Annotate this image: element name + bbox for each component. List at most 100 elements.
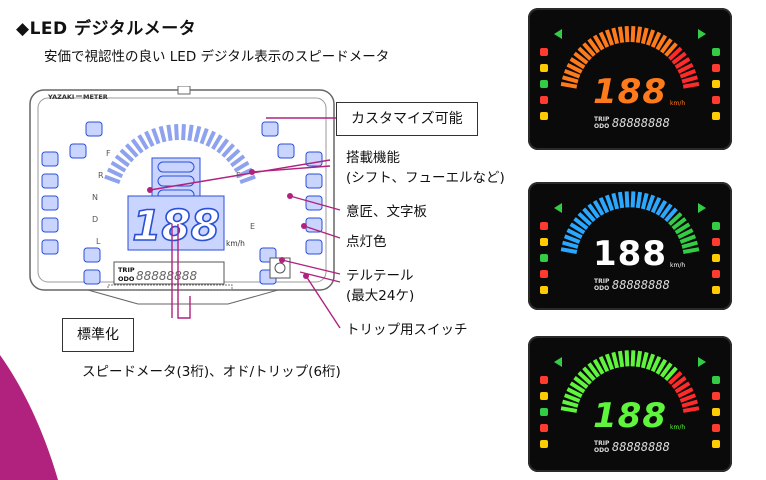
- panel-trip-label: TRIP: [594, 440, 610, 447]
- panel-arc-segment: [569, 57, 586, 70]
- panel-arc-segment: [650, 196, 662, 214]
- panel-arc-segment: [582, 207, 596, 223]
- panel-telltale: [712, 80, 720, 88]
- page-title: ◆LED デジタルメータ: [16, 19, 197, 39]
- panel-arc-segment: [677, 228, 694, 240]
- panel-telltale: [540, 112, 548, 120]
- panel-trip-label: TRIP: [594, 278, 610, 285]
- panel-arc-segment: [677, 387, 694, 398]
- arc-segment: [104, 174, 121, 184]
- callout-standardized: 標準化: [62, 318, 134, 352]
- panel-arc-segment: [635, 191, 643, 209]
- decorative-swoosh: [0, 355, 58, 480]
- arc-segment: [174, 123, 179, 141]
- panel-telltale: [712, 112, 720, 120]
- panel-telltale: [712, 376, 720, 384]
- panel-arc-segment: [645, 353, 656, 371]
- panel-arc-segment: [611, 27, 620, 45]
- panel-telltale: [540, 254, 548, 262]
- panel-arc-segment: [679, 234, 697, 244]
- panel-arc-segment: [650, 31, 662, 48]
- telltale-box: [41, 239, 59, 255]
- panel-arc-segment: [617, 26, 625, 43]
- example-panel-white: 188 km/h TRIP ODO 88888888: [528, 182, 732, 310]
- panel-arc-segment: [681, 399, 698, 408]
- callout-customizable: カスタマイズ可能: [336, 102, 478, 136]
- panel-arc-segment: [624, 26, 630, 43]
- panel-arc-segment: [671, 51, 687, 65]
- arc-segment: [110, 160, 127, 173]
- telltale-box: [41, 173, 59, 189]
- panel-arc-segment: [604, 194, 615, 212]
- panel-arc-segment: [587, 203, 600, 219]
- panel-arc-segment: [587, 362, 600, 378]
- panel-arc-segment: [674, 57, 691, 70]
- callout-lighting: 点灯色: [346, 234, 387, 250]
- panel-telltale: [540, 222, 548, 230]
- arc-segment: [199, 127, 209, 145]
- panel-arc-segment: [682, 247, 700, 254]
- panel-telltale: [540, 376, 548, 384]
- panel-arc-segment: [566, 387, 583, 398]
- panel-arc: [540, 350, 720, 448]
- panel-arc-segment: [630, 350, 636, 367]
- panel-arc-segment: [655, 199, 668, 216]
- arc-segment: [137, 134, 149, 151]
- panel-arc-segment: [566, 228, 583, 240]
- arc-segment: [181, 123, 186, 141]
- panel-odo-label: ODO: [594, 285, 610, 292]
- panel-odo-digits: 88888888: [612, 440, 670, 454]
- panel-arc-segment: [560, 406, 578, 413]
- panel-telltale: [712, 286, 720, 294]
- arc-segment: [193, 125, 202, 143]
- example-panel-green: 188 km/h TRIP ODO 88888888: [528, 336, 732, 472]
- telltale-box: [41, 217, 59, 233]
- panel-arc-segment: [573, 376, 589, 389]
- panel-arc-segment: [664, 207, 678, 223]
- panel-arc-segment: [560, 81, 578, 89]
- panel-arc-segment: [679, 393, 697, 403]
- panel-arc-segment: [617, 350, 625, 368]
- arc-segment: [221, 143, 236, 158]
- panel-odo-label: ODO: [594, 123, 610, 130]
- telltale-box: [261, 121, 279, 137]
- panel-arc-segment: [573, 51, 589, 65]
- panel-telltale: [540, 440, 548, 448]
- panel-odo-label: ODO: [594, 447, 610, 454]
- panel-trip-label: TRIP: [594, 116, 610, 123]
- panel-arc-segment: [682, 81, 700, 89]
- gear-letter: F: [106, 149, 111, 158]
- panel-telltale: [712, 64, 720, 72]
- panel-arc-segment: [563, 234, 581, 244]
- meter-label: METER: [83, 93, 108, 101]
- speed-digits: 188: [132, 201, 220, 250]
- panel-speed-unit: km/h: [670, 262, 686, 269]
- panel-telltale: [712, 408, 720, 416]
- telltale-box: [277, 143, 295, 159]
- panel-arc-segment: [592, 34, 605, 51]
- panel-arc-segment: [617, 191, 625, 209]
- panel-telltale: [540, 286, 548, 294]
- panel-odo-digits: 88888888: [612, 278, 670, 292]
- panel-arc-segment: [582, 366, 596, 382]
- callout-features-line1: 搭載機能: [346, 150, 400, 166]
- callout-telltale-line1: テルテール: [346, 268, 414, 284]
- panel-arc-segment: [640, 351, 649, 369]
- turn-right-icon: [698, 203, 706, 213]
- brand-label: YAZAKI: [47, 93, 74, 101]
- callout-trip-switch: トリップ用スイッチ: [346, 322, 468, 338]
- gear-letter: D: [92, 215, 98, 224]
- callout-design: 意匠、文字板: [346, 204, 427, 220]
- speed-unit: km/h: [226, 239, 245, 248]
- telltale-box: [305, 239, 323, 255]
- panel-arc-segment: [624, 191, 630, 208]
- odo-digits: 88888888: [136, 269, 197, 283]
- panel-telltale: [712, 270, 720, 278]
- footer-note: スピードメータ(3桁)、オド/トリップ(6桁): [82, 364, 341, 380]
- odo-label: ODO: [118, 275, 135, 283]
- arc-segment: [158, 125, 167, 143]
- panel-arc-segment: [668, 371, 683, 385]
- panel-arc-segment: [660, 38, 673, 54]
- turn-left-icon: [554, 203, 562, 213]
- panel-arc-segment: [563, 69, 581, 79]
